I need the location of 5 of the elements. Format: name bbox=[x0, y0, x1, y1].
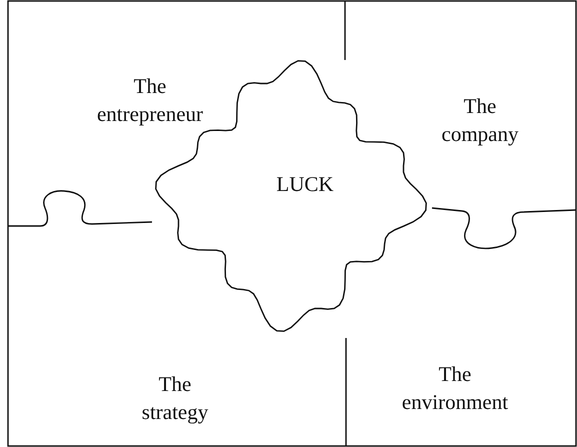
center-piece-label: LUCK bbox=[276, 170, 334, 198]
piece-label: The environment bbox=[402, 360, 508, 416]
piece-label: The company bbox=[442, 92, 518, 148]
piece-label: The strategy bbox=[142, 370, 208, 426]
piece-label: The entrepreneur bbox=[96, 72, 204, 128]
